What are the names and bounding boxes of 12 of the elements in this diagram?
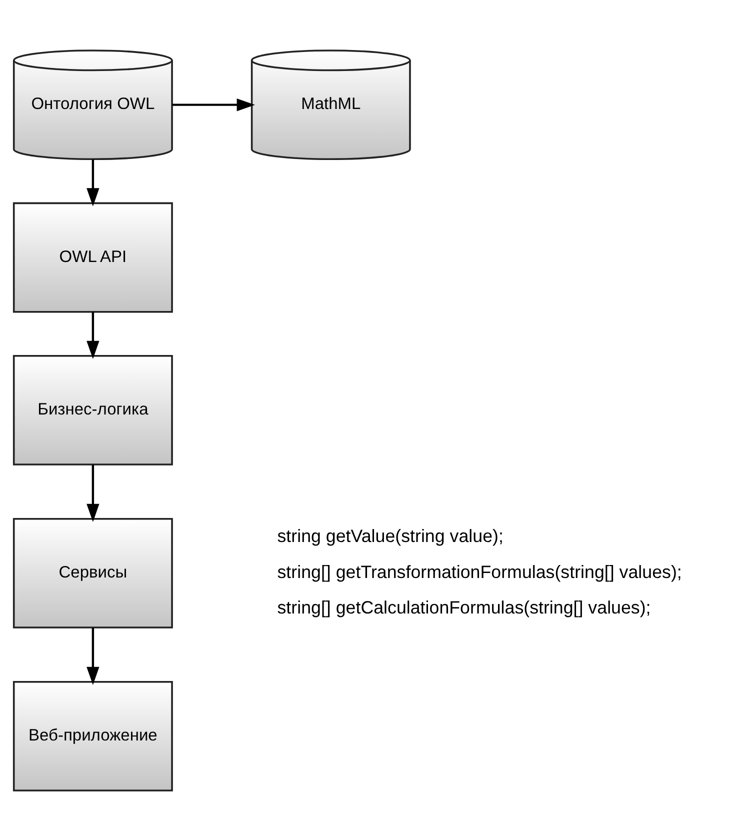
arrow [172, 98, 255, 111]
arrow [86, 627, 100, 684]
node-box: Сервисы [12, 517, 173, 628]
node-box: OWL API [12, 202, 173, 312]
label: string getValue(string value); [277, 526, 504, 546]
node-box: Веб-приложение [12, 680, 173, 791]
arrow [86, 464, 100, 522]
node-box: Бизнес-логика [12, 354, 173, 465]
label: string[] getTransformationFormulas(string[] values); [277, 561, 682, 582]
arrow [86, 159, 100, 206]
label: string[] getCalculationFormulas(string[] values); [277, 597, 651, 618]
arrow [86, 312, 100, 359]
